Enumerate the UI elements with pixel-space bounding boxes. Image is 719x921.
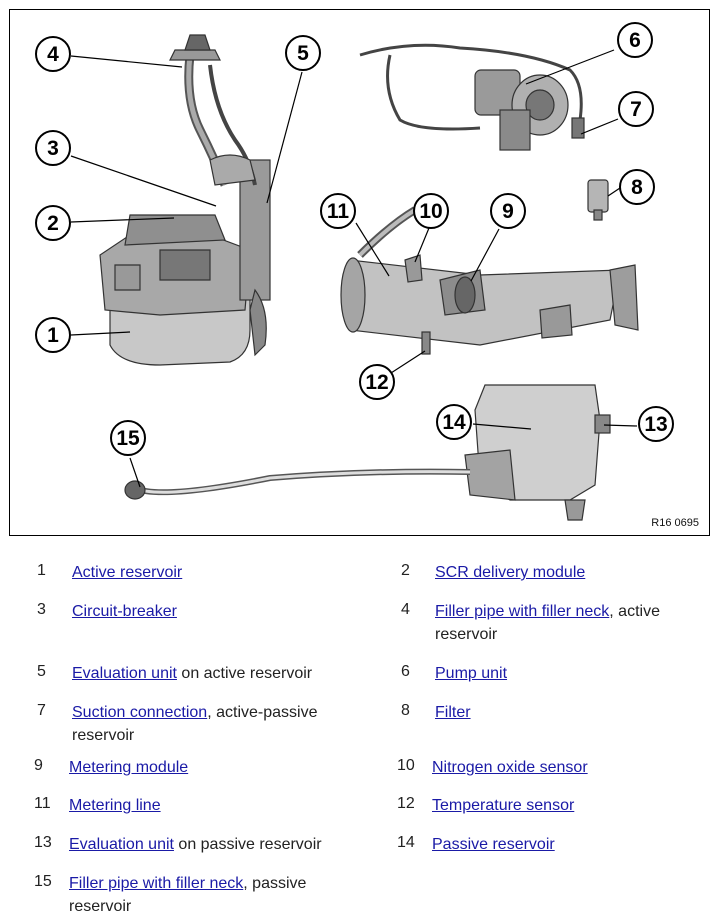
passive-filler-pipe-drawing [124,468,471,500]
legend-link[interactable]: Evaluation unit [69,836,174,853]
callout-label: 10 [419,200,442,223]
legend-item: Suction connection, active-passive reser… [72,701,362,747]
legend-number: 6 [401,663,410,680]
callout-label: 15 [116,427,140,450]
legend-number: 9 [34,757,43,774]
callout-label: 9 [502,200,514,223]
callout-label: 14 [442,411,466,434]
active-reservoir-drawing [99,34,271,366]
callout-8: 8 [619,169,655,205]
callout-group: 4 5 3 2 1 6 7 8 9 10 11 12 13 14 15 [35,22,674,456]
legend-item: Metering module [69,756,359,779]
callout-11: 11 [320,193,356,229]
legend-desc: , passive reservoir [69,875,307,915]
legend-item: Temperature sensor [432,794,705,817]
callout-2: 2 [35,205,71,241]
figure-reference: R16 0695 [651,517,699,529]
legend-number: 12 [397,795,415,812]
callout-13: 13 [638,406,674,442]
legend-desc: , active-passive reservoir [72,704,318,744]
legend-number: 15 [34,873,52,890]
callout-6: 6 [617,22,653,58]
legend-item: Filler pipe with filler neck, passive re… [69,872,349,918]
callout-7: 7 [618,91,654,127]
pump-unit-drawing [359,43,585,151]
legend-item: Metering line [69,794,359,817]
legend-item: Nitrogen oxide sensor [432,756,705,779]
component-diagram: 4 5 3 2 1 6 7 8 9 10 11 12 13 14 15 R16 … [9,9,710,536]
callout-label: 2 [47,212,59,235]
legend-number: 5 [37,663,46,680]
legend-link[interactable]: Pump unit [435,665,508,682]
callout-5: 5 [285,35,321,71]
legend-link[interactable]: Passive reservoir [432,836,555,853]
legend-link[interactable]: Temperature sensor [432,797,575,814]
callout-label: 8 [631,176,643,199]
legend-item: Evaluation unit on passive reservoir [69,833,369,856]
callout-label: 12 [365,371,388,394]
callout-15: 15 [110,420,146,456]
legend-item: Circuit-breaker [72,600,362,623]
legend-item: Active reservoir [72,561,362,584]
legend-number: 7 [37,702,46,719]
exhaust-section-drawing [340,206,639,355]
legend-link[interactable]: Suction connection [72,704,208,721]
legend-link[interactable]: Filler pipe with filler neck [69,875,244,892]
callout-label: 6 [629,29,641,52]
legend-item: Filler pipe with filler neck, active res… [435,600,705,646]
legend-number: 4 [401,601,410,618]
callout-label: 7 [630,98,642,121]
legend-number: 10 [397,757,415,774]
callout-label: 3 [47,137,59,160]
legend-number: 8 [401,702,410,719]
legend-number: 14 [397,834,415,851]
legend-item: Evaluation unit on active reservoir [72,662,362,685]
callout-3: 3 [35,130,71,166]
diagram-artwork: 4 5 3 2 1 6 7 8 9 10 11 12 13 14 15 [35,22,674,521]
filter-drawing [587,179,609,221]
legend-number: 11 [34,795,51,812]
passive-reservoir-drawing [464,384,611,521]
legend-number: 13 [34,834,52,851]
callout-label: 1 [47,324,59,347]
legend-link[interactable]: Active reservoir [72,564,183,581]
legend-number: 3 [37,601,46,618]
legend-item: SCR delivery module [435,561,705,584]
legend-item: Filter [435,701,705,724]
callout-9: 9 [490,193,526,229]
leader-lines [70,49,638,488]
legend-link[interactable]: Evaluation unit [72,665,177,682]
legend-desc: on passive reservoir [173,836,322,853]
legend-number: 1 [37,562,46,579]
legend-link[interactable]: Nitrogen oxide sensor [432,759,588,776]
callout-10: 10 [413,193,449,229]
callout-label: 4 [47,43,59,66]
legend-link[interactable]: SCR delivery module [435,564,586,581]
callout-12: 12 [359,364,395,400]
legend-desc: on active reservoir [176,665,313,682]
legend-link[interactable]: Filler pipe with filler neck [435,603,610,620]
callout-label: 13 [644,413,667,436]
callout-14: 14 [436,404,472,440]
legend-desc: , active reservoir [435,603,660,643]
legend-item: Pump unit [435,662,705,685]
callout-1: 1 [35,317,71,353]
legend-link[interactable]: Metering line [69,797,161,814]
legend-item: Passive reservoir [432,833,705,856]
callout-4: 4 [35,36,71,72]
legend-link[interactable]: Metering module [69,759,189,776]
legend-link[interactable]: Filter [435,704,471,721]
callout-label: 11 [327,200,350,223]
callout-label: 5 [297,42,309,65]
legend-link[interactable]: Circuit-breaker [72,603,177,620]
legend-number: 2 [401,562,410,579]
